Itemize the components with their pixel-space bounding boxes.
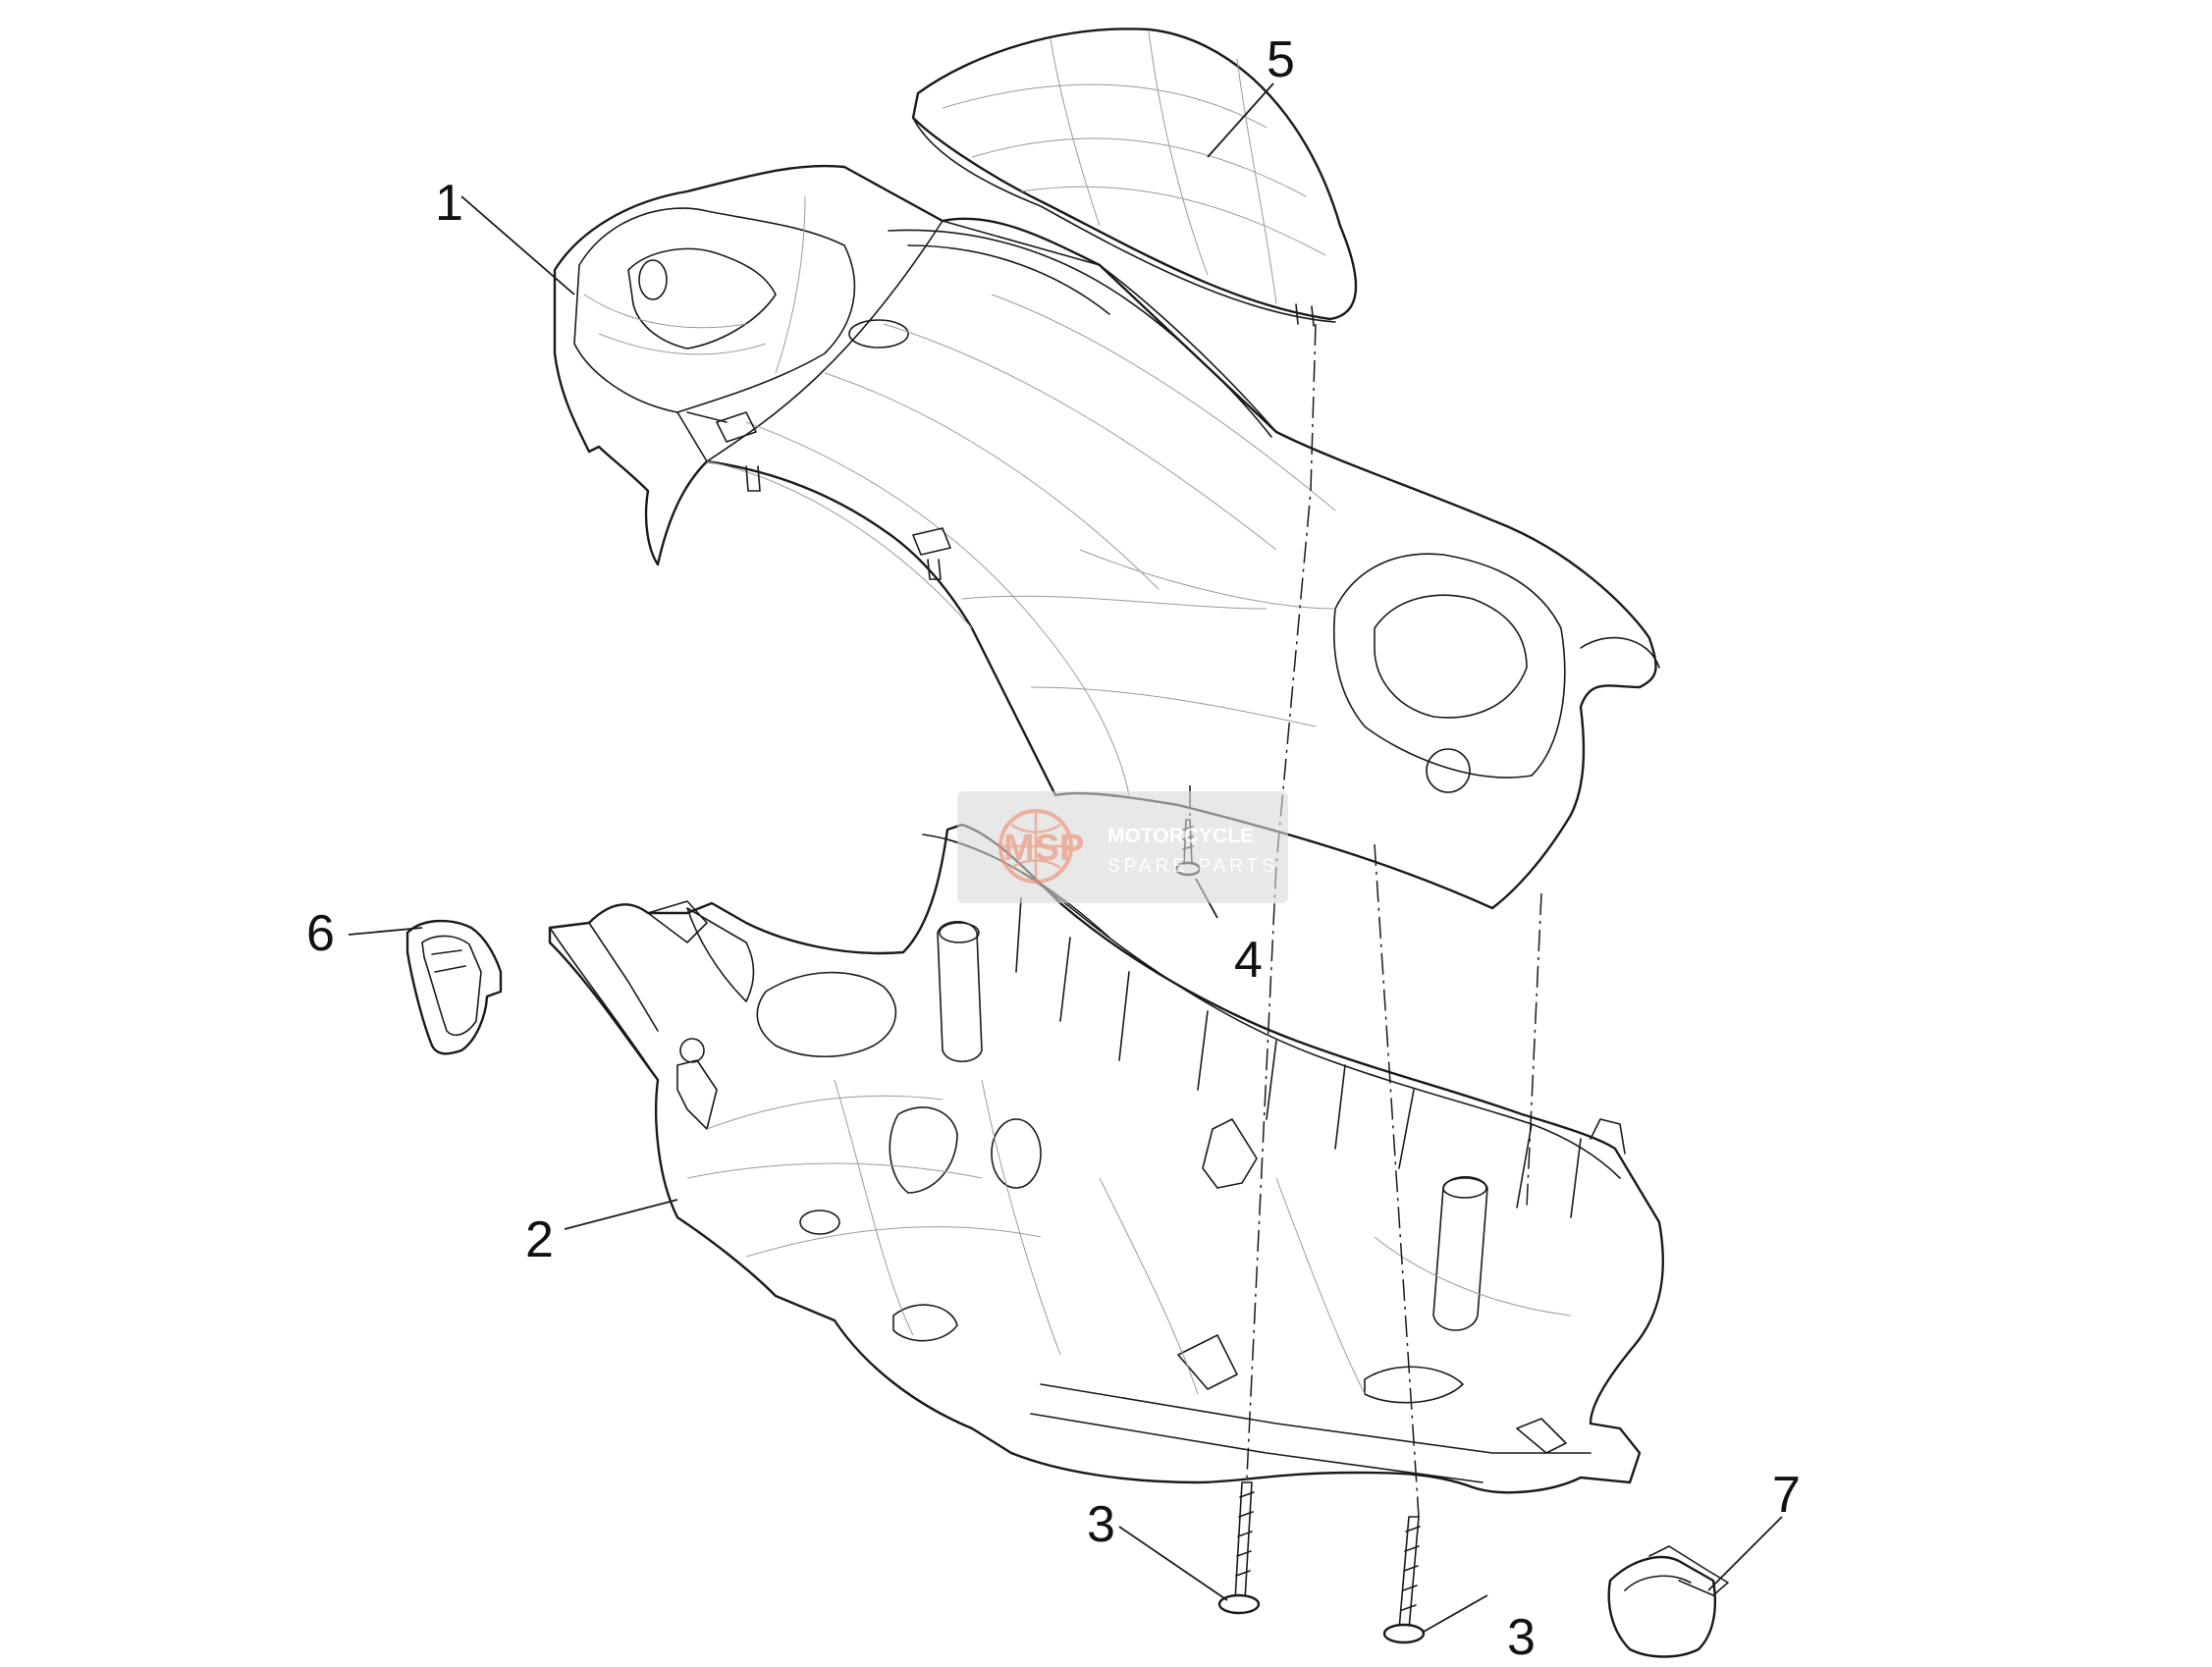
callout-2: 2: [525, 1211, 554, 1268]
watermark-logo: MSP: [1003, 828, 1084, 869]
part-6-switch-cover[interactable]: [405, 919, 503, 1055]
watermark-badge: MSP MOTORCYCLE SPARE PARTS: [957, 791, 1288, 903]
callout-5: 5: [1267, 31, 1295, 88]
leader-lines: [348, 82, 1783, 1633]
part-5-cover-cap[interactable]: [911, 27, 1358, 327]
watermark-line1: MOTORCYCLE: [1107, 825, 1254, 847]
part-1-upper-handlebar-cover[interactable]: [553, 164, 1660, 910]
assembly-centerlines: [1189, 323, 1542, 1518]
part-3-screw-left[interactable]: [1217, 1481, 1261, 1615]
part-2-lower-handlebar-cover[interactable]: [548, 823, 1665, 1494]
callout-1: 1: [435, 175, 463, 232]
part-3-screw-right[interactable]: [1382, 1516, 1426, 1644]
callout-4: 4: [1234, 932, 1263, 989]
callout-labels: 1 5 6 4 2 3 3 7: [306, 31, 1801, 1666]
part-7-end-cap[interactable]: [1607, 1545, 1729, 1658]
callout-3-right: 3: [1507, 1609, 1536, 1666]
callout-6: 6: [306, 905, 335, 962]
callout-7: 7: [1772, 1467, 1801, 1524]
watermark-line2: SPARE PARTS: [1107, 856, 1278, 877]
callout-3-left: 3: [1087, 1496, 1115, 1553]
